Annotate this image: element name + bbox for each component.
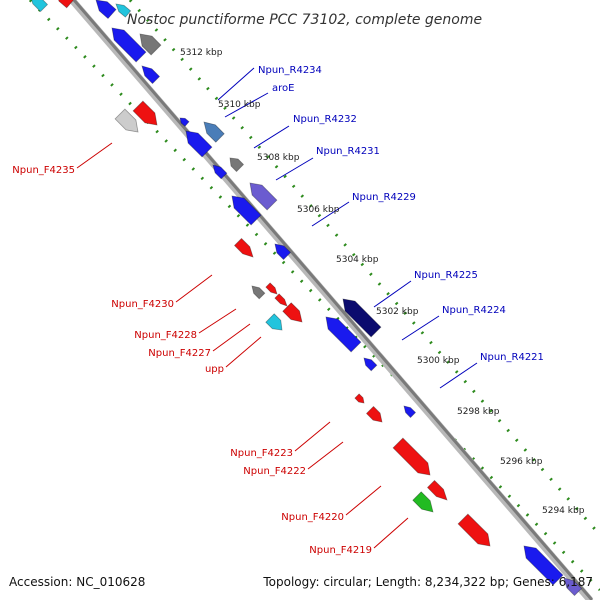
label-leader-line xyxy=(311,201,350,227)
gene-arrow[interactable] xyxy=(251,285,266,300)
gene-label-npun-f4223[interactable]: Npun_F4223 xyxy=(230,448,293,459)
gene-label-npun-f4220[interactable]: Npun_F4220 xyxy=(281,512,344,523)
gene-arrow[interactable] xyxy=(426,479,448,501)
gene-label-npun-f4219[interactable]: Npun_F4219 xyxy=(309,545,372,556)
kbp-tick-label: 5296 kbp xyxy=(500,457,543,467)
gene-label-aroe[interactable]: aroE xyxy=(272,83,294,94)
gene-arrow[interactable] xyxy=(249,182,278,211)
gene-label-npun-f4227[interactable]: Npun_F4227 xyxy=(148,348,211,359)
accession-text: Accession: NC_010628 xyxy=(9,575,145,589)
gene-arrow[interactable] xyxy=(229,157,245,173)
label-leader-line xyxy=(76,142,113,169)
kbp-tick-label: 5306 kbp xyxy=(297,205,340,215)
gene-label-npun-f4230[interactable]: Npun_F4230 xyxy=(111,299,174,310)
gene-arrow[interactable] xyxy=(354,393,365,404)
map-title: Nostoc punctiforme PCC 73102, complete g… xyxy=(127,12,482,28)
label-leader-lines xyxy=(76,67,478,549)
forward-tick-track xyxy=(28,0,600,592)
gene-arrow[interactable] xyxy=(365,405,383,423)
label-leader-line xyxy=(224,92,269,118)
gene-arrow[interactable] xyxy=(111,27,147,63)
gene-arrow[interactable] xyxy=(179,117,190,127)
gene-arrow[interactable] xyxy=(282,302,303,323)
reverse-tick-track xyxy=(128,0,600,536)
gene-arrow[interactable] xyxy=(412,491,434,513)
label-leader-line xyxy=(253,125,290,149)
gene-label-npun-f4228[interactable]: Npun_F4228 xyxy=(134,330,197,341)
gene-label-npun-r4229[interactable]: Npun_R4229 xyxy=(352,192,416,203)
kbp-tick-label: 5302 kbp xyxy=(376,307,419,317)
gene-arrow[interactable] xyxy=(265,282,278,295)
kbp-tick-label: 5304 kbp xyxy=(336,255,379,265)
gene-arrow[interactable] xyxy=(233,237,254,258)
gene-label-npun-f4235[interactable]: Npun_F4235 xyxy=(12,165,75,176)
gene-arrow[interactable] xyxy=(265,313,283,331)
label-leader-line xyxy=(175,274,213,303)
gene-label-npun-r4225[interactable]: Npun_R4225 xyxy=(414,270,478,281)
label-leader-line xyxy=(212,323,251,352)
label-leader-line xyxy=(275,157,314,181)
gene-arrow[interactable] xyxy=(203,121,225,143)
forward-strand-labels: Npun_F4235 Npun_F4230 Npun_F4228 Npun_F4… xyxy=(12,165,372,556)
gene-label-npun-f4222[interactable]: Npun_F4222 xyxy=(243,466,306,477)
gene-arrow[interactable] xyxy=(212,164,228,180)
gene-arrow[interactable] xyxy=(115,3,132,18)
gene-arrow[interactable] xyxy=(457,513,491,547)
gene-arrow[interactable] xyxy=(274,243,292,261)
gene-arrow[interactable] xyxy=(392,437,431,476)
gene-arrow[interactable] xyxy=(274,293,288,307)
gene-arrow[interactable] xyxy=(363,357,378,372)
gene-label-upp[interactable]: upp xyxy=(205,364,224,375)
label-leader-line xyxy=(345,485,382,516)
gene-label-npun-r4224[interactable]: Npun_R4224 xyxy=(442,305,506,316)
gene-features xyxy=(30,0,583,597)
tick-dot-tracks xyxy=(28,0,600,592)
kbp-tick-label: 5300 kbp xyxy=(417,356,460,366)
gene-arrow[interactable] xyxy=(141,65,161,85)
gene-arrow[interactable] xyxy=(56,0,74,9)
gene-arrow[interactable] xyxy=(95,0,117,20)
genome-backbone xyxy=(69,0,593,600)
kbp-tick-label: 5298 kbp xyxy=(457,407,500,417)
label-leader-line xyxy=(439,362,478,389)
gene-label-npun-r4231[interactable]: Npun_R4231 xyxy=(316,146,380,157)
kbp-scale: 5312 kbp 5310 kbp 5308 kbp 5306 kbp 5304… xyxy=(180,48,585,516)
gene-label-npun-r4232[interactable]: Npun_R4232 xyxy=(293,114,357,125)
gene-arrow[interactable] xyxy=(139,33,162,56)
gene-arrow[interactable] xyxy=(325,316,362,353)
kbp-tick-label: 5310 kbp xyxy=(218,100,261,110)
gene-arrow[interactable] xyxy=(231,195,262,226)
gene-label-npun-r4234[interactable]: Npun_R4234 xyxy=(258,65,322,76)
gene-arrow[interactable] xyxy=(132,100,158,126)
label-leader-line xyxy=(307,441,344,470)
gene-arrow[interactable] xyxy=(523,545,564,586)
label-leader-line xyxy=(217,67,255,101)
label-leader-line xyxy=(198,308,237,334)
gene-arrow[interactable] xyxy=(403,405,417,419)
gene-arrow[interactable] xyxy=(30,0,49,13)
genome-backbone-shadow xyxy=(72,0,594,600)
gene-arrow[interactable] xyxy=(563,577,583,597)
label-leader-line xyxy=(225,336,262,368)
kbp-tick-label: 5308 kbp xyxy=(257,153,300,163)
label-leader-line xyxy=(373,280,412,308)
gene-label-npun-r4221[interactable]: Npun_R4221 xyxy=(480,352,544,363)
genome-summary-text: Topology: circular; Length: 8,234,322 bp… xyxy=(262,575,593,589)
kbp-tick-label: 5312 kbp xyxy=(180,48,223,58)
gene-arrow[interactable] xyxy=(342,298,382,338)
label-leader-line xyxy=(373,517,409,549)
label-leader-line xyxy=(401,315,440,341)
kbp-tick-label: 5294 kbp xyxy=(542,506,585,516)
gene-arrow[interactable] xyxy=(114,108,139,133)
label-leader-line xyxy=(294,421,331,452)
gene-arrow[interactable] xyxy=(185,130,213,158)
reverse-strand-labels: Npun_R4234 aroE Npun_R4232 Npun_R4231 Np… xyxy=(258,65,544,363)
